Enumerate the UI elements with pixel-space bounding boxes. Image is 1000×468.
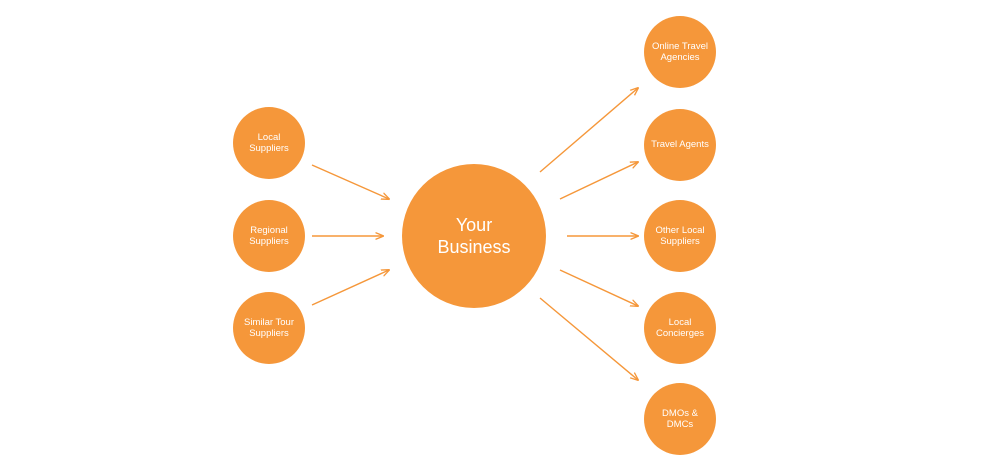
arrow-local-suppliers-to-business — [311, 164, 389, 199]
node-label: Travel Agents — [651, 139, 709, 151]
node-label: Similar Tour Suppliers — [244, 316, 294, 340]
arrow-business-to-online-travel — [539, 88, 638, 173]
node-other-local-suppliers: Other Local Suppliers — [644, 200, 716, 272]
center-label: Your Business — [437, 215, 511, 257]
arrow-business-to-travel-agents — [559, 162, 638, 200]
node-online-travel-agencies: Online Travel Agencies — [644, 16, 716, 88]
node-your-business: Your Business — [402, 164, 546, 308]
node-label: Local Suppliers — [249, 131, 289, 155]
node-local-concierges: Local Concierges — [644, 292, 716, 364]
node-label: Regional Suppliers — [249, 224, 289, 248]
arrow-business-to-concierges — [559, 269, 638, 306]
arrow-business-to-dmos — [539, 297, 638, 380]
node-label: DMOs & DMCs — [662, 407, 698, 431]
node-label: Local Concierges — [655, 316, 705, 340]
node-travel-agents: Travel Agents — [644, 109, 716, 181]
node-similar-tour-suppliers: Similar Tour Suppliers — [233, 292, 305, 364]
node-regional-suppliers: Regional Suppliers — [233, 200, 305, 272]
node-label: Other Local Suppliers — [655, 224, 705, 248]
node-label: Online Travel Agencies — [652, 40, 708, 64]
node-local-suppliers: Local Suppliers — [233, 107, 305, 179]
arrow-similar-tour-to-business — [311, 270, 389, 306]
node-dmos-dmcs: DMOs & DMCs — [644, 383, 716, 455]
